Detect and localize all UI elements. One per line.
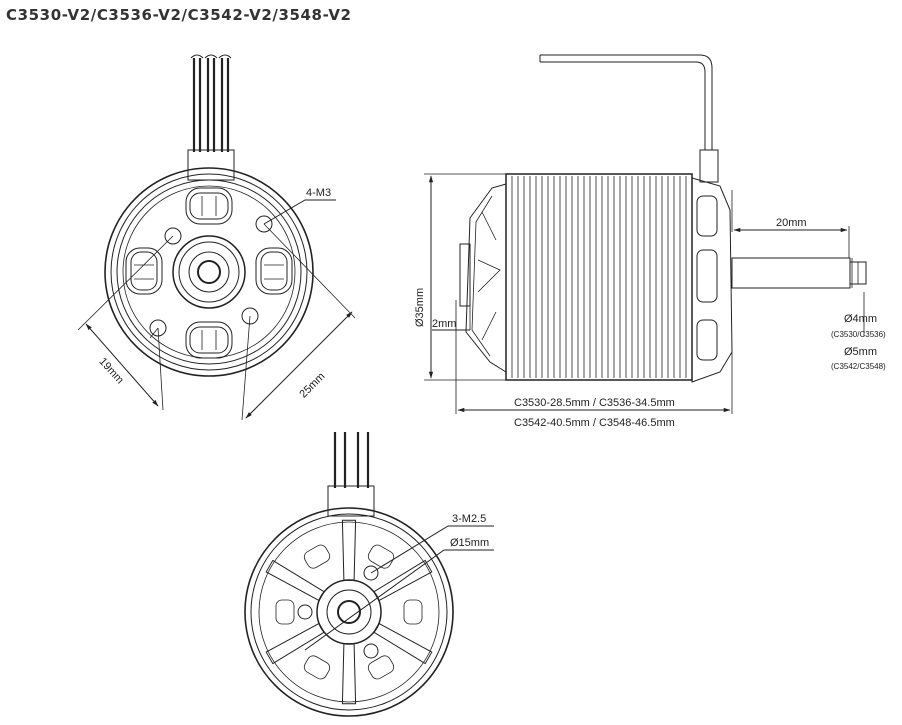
length-line-2: C3542-40.5mm / C3548-46.5mm [514, 417, 675, 429]
rear-outer-ring [244, 507, 454, 717]
spacing-b-label: 25mm [297, 370, 327, 400]
side-left-cap [465, 183, 507, 373]
holes-leader [263, 199, 336, 225]
side-shaft [731, 257, 851, 289]
rear-holes-label: 3-M2.5 [452, 513, 486, 525]
rear-spoke [341, 643, 357, 705]
rear-spoke [373, 622, 433, 665]
holes-label: 4-M3 [306, 187, 331, 199]
rear-spoke [265, 622, 325, 665]
rear-circle-leader [304, 549, 494, 651]
diameter-label: Ø35mm [414, 288, 426, 327]
rear-window [303, 544, 331, 569]
shaft-large-label: Ø5mm [844, 346, 877, 358]
dim-25mm [245, 311, 353, 419]
rear-circle-label: Ø15mm [450, 537, 489, 549]
rear-window [303, 655, 331, 680]
side-view: Ø35mm 2mm 20mm Ø4mm (C3530/C3536) Ø5mm (… [414, 54, 886, 429]
side-wire [540, 54, 713, 150]
dim-19mm [85, 323, 159, 407]
side-can [505, 173, 693, 381]
shaft-small-label: Ø4mm [844, 313, 877, 325]
spacing-a-label: 19mm [96, 356, 125, 387]
rear-spoke [341, 519, 357, 581]
rear-spokes [265, 519, 433, 705]
front-view: 4-M3 19mm 25mm [77, 54, 356, 421]
front-hub [172, 235, 246, 309]
rear-window [275, 599, 295, 625]
rear-spoke [265, 559, 325, 602]
shaft-small-models: (C3530/C3536) [831, 330, 886, 339]
rear-wires [327, 432, 375, 517]
rear-mount-holes [297, 565, 379, 659]
side-fins [511, 176, 687, 378]
front-mount-holes [149, 215, 273, 337]
shaft-length-label: 20mm [776, 217, 807, 229]
shaft-large-models: (C3542/C3548) [831, 362, 886, 371]
front-cooling-slots [125, 187, 293, 359]
rear-window [403, 599, 423, 625]
rear-window [367, 655, 395, 680]
drawing-title: C3530-V2/C3536-V2/C3542-V2/3548-V2 [6, 6, 352, 24]
rear-window [367, 544, 395, 569]
side-bell [691, 177, 733, 383]
rear-hub [316, 579, 382, 645]
front-outer-ring [104, 167, 314, 377]
length-line-1: C3530-28.5mm / C3536-34.5mm [514, 397, 675, 409]
front-wires [187, 54, 235, 181]
boss-label: 2mm [432, 318, 456, 330]
rear-holes-leader [370, 525, 494, 574]
rear-view: 3-M2.5 Ø15mm [244, 432, 494, 717]
